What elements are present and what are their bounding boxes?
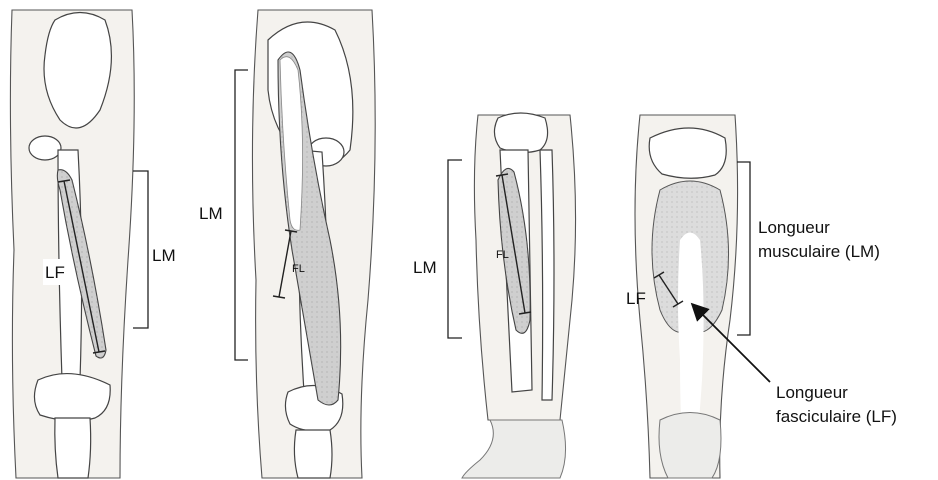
muscle-length-bracket: [737, 162, 750, 335]
foot-outline: [462, 420, 566, 478]
fascicle-length-label: FL: [496, 249, 509, 261]
knee-bones: [494, 113, 547, 153]
fibula-bone: [540, 150, 554, 400]
femoral-head: [29, 136, 61, 160]
fascicle-length-label: LF: [626, 289, 646, 308]
fascicle-length-label: FL: [292, 263, 305, 275]
muscle-length-label-line1: Longueur: [758, 218, 830, 237]
fascicle-callout-line1: Longueur: [776, 383, 848, 402]
muscle-length-label-line2: musculaire (LM): [758, 242, 880, 261]
knee-bones: [34, 374, 110, 421]
knee-bones: [649, 128, 726, 178]
panel-lower-leg-posterior: LF Longueur musculaire (LM) Longueur fas…: [626, 115, 897, 478]
muscle-length-label: LM: [199, 204, 223, 223]
panel-thigh-lateral: FL LM: [199, 10, 375, 478]
tibia-bone: [294, 430, 332, 478]
panel-thigh-anterior: LF LM: [10, 10, 175, 478]
heel-outline: [659, 413, 721, 479]
muscle-length-label: LM: [152, 246, 176, 265]
muscle-length-bracket: [448, 160, 462, 338]
muscle-length-bracket: [235, 70, 248, 360]
tibia-bone: [55, 418, 91, 478]
fascicle-callout-line2: fasciculaire (LF): [776, 407, 897, 426]
fascicle-length-label: LF: [45, 263, 65, 282]
muscle-length-bracket: [133, 171, 148, 328]
muscle-length-label: LM: [413, 258, 437, 277]
panel-lower-leg-anterior: FL LM: [413, 113, 576, 478]
